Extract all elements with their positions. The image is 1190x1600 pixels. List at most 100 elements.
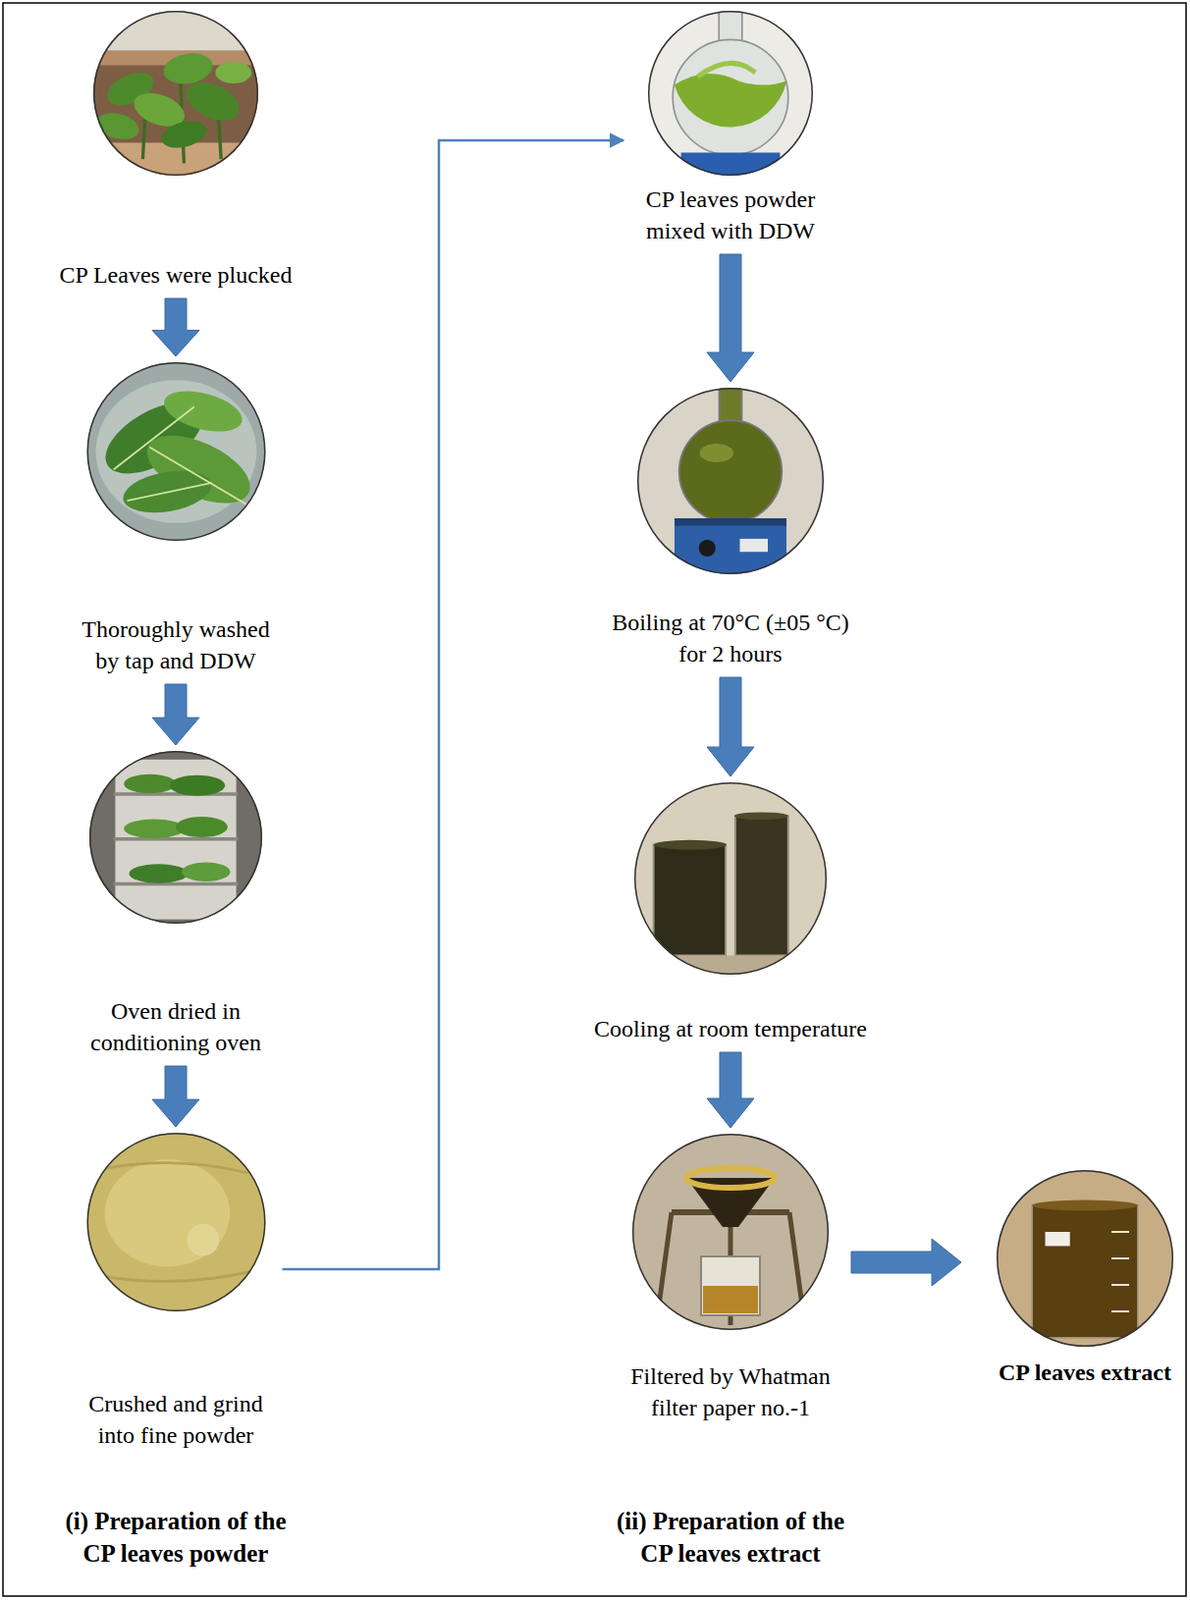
section-label: (i) Preparation of the CP leaves powder bbox=[53, 1505, 299, 1570]
step-caption-box: Thoroughly washed by tap and DDW bbox=[75, 613, 277, 677]
step-photo bbox=[89, 751, 263, 924]
flow-arrow bbox=[706, 254, 755, 382]
photo-detail bbox=[735, 815, 789, 956]
step-caption: CP leaves powder mixed with DDW bbox=[627, 183, 834, 247]
photo-detail bbox=[672, 39, 789, 156]
step-photo bbox=[86, 362, 266, 541]
photo-detail bbox=[697, 62, 756, 77]
photo-detail bbox=[175, 816, 228, 838]
flow-arrow bbox=[706, 1052, 755, 1129]
flow-arrow bbox=[706, 677, 755, 777]
step-caption: Filtered by Whatman filter paper no.-1 bbox=[617, 1360, 844, 1424]
photo-detail bbox=[113, 837, 239, 842]
process-step: Thoroughly washed by tap and DDW bbox=[75, 362, 277, 677]
photo-outline bbox=[638, 388, 824, 575]
photo-detail bbox=[161, 50, 216, 89]
photo-detail bbox=[656, 1212, 805, 1326]
photo-circle bbox=[568, 782, 893, 975]
photo-detail bbox=[89, 751, 263, 924]
photo-circle bbox=[627, 10, 834, 176]
flow-line bbox=[282, 140, 625, 1270]
photo-outline bbox=[94, 11, 259, 176]
flow-arrow bbox=[152, 684, 200, 746]
photo-detail bbox=[128, 864, 188, 883]
photo-outline bbox=[87, 1134, 266, 1312]
photo-outline bbox=[87, 363, 266, 541]
step-photo bbox=[93, 10, 259, 176]
photo-detail bbox=[686, 1168, 775, 1189]
photo-detail bbox=[100, 1163, 253, 1283]
photo-detail bbox=[648, 10, 813, 176]
photo-detail bbox=[700, 443, 734, 463]
photo-detail bbox=[653, 840, 727, 851]
step-caption-box: Filtered by Whatman filter paper no.-1 bbox=[617, 1360, 844, 1424]
photo-detail bbox=[699, 540, 716, 557]
step-photo bbox=[648, 10, 813, 176]
process-step: Filtered by Whatman filter paper no.-1 bbox=[617, 1134, 844, 1424]
photo-detail bbox=[113, 792, 239, 797]
photo-detail bbox=[679, 420, 783, 524]
process-step: Crushed and grind into fine powder bbox=[75, 1133, 277, 1452]
photo-circle bbox=[617, 1134, 844, 1331]
photo-detail bbox=[1045, 1232, 1071, 1246]
photo-detail bbox=[632, 1134, 829, 1331]
photo-detail bbox=[113, 882, 239, 887]
process-step: Boiling at 70°C (±05 °C) for 2 hours bbox=[602, 387, 859, 670]
photo-circle bbox=[602, 387, 859, 575]
photo-detail bbox=[653, 845, 727, 957]
process-step: CP leaves powder mixed with DDW bbox=[627, 10, 834, 247]
step-caption: Oven dried in conditioning oven bbox=[77, 995, 274, 1059]
photo-circle bbox=[28, 10, 324, 176]
step-caption-box: Crushed and grind into fine powder bbox=[75, 1388, 277, 1452]
photo-detail bbox=[93, 10, 259, 176]
photo-detail bbox=[123, 774, 176, 794]
photo-detail bbox=[996, 1170, 1174, 1348]
step-caption: Boiling at 70°C (±05 °C) for 2 hours bbox=[602, 606, 859, 670]
photo-outline bbox=[997, 1171, 1174, 1348]
photo-detail bbox=[1031, 1205, 1138, 1339]
photo-detail bbox=[123, 819, 185, 839]
step-caption: Crushed and grind into fine powder bbox=[75, 1388, 277, 1452]
step-photo bbox=[637, 387, 824, 575]
flow-arrow bbox=[851, 1239, 962, 1287]
photo-detail bbox=[169, 775, 225, 797]
photo-detail bbox=[1111, 1232, 1130, 1312]
step-caption-box: CP leaves extract bbox=[967, 1356, 1190, 1389]
photo-outline bbox=[649, 11, 813, 176]
process-step: Oven dried in conditioning oven bbox=[77, 751, 274, 1059]
photo-circle bbox=[77, 751, 274, 924]
photo-outline bbox=[635, 783, 827, 975]
photo-detail bbox=[158, 116, 210, 154]
photo-detail bbox=[703, 1286, 758, 1314]
photo-detail bbox=[634, 955, 827, 975]
photo-detail bbox=[86, 1133, 266, 1312]
photo-detail bbox=[674, 518, 787, 527]
photo-detail bbox=[719, 387, 743, 426]
flow-arrow bbox=[152, 298, 200, 357]
step-caption: CP leaves extract bbox=[967, 1356, 1190, 1389]
photo-detail bbox=[186, 1224, 219, 1257]
photo-circle bbox=[75, 1133, 277, 1312]
process-step: CP leaves extract bbox=[967, 1170, 1190, 1389]
photo-detail bbox=[674, 523, 787, 575]
photo-detail bbox=[734, 811, 789, 820]
process-step: CP Leaves were plucked bbox=[28, 10, 324, 291]
photo-circle bbox=[75, 362, 277, 541]
photo-detail bbox=[681, 152, 781, 176]
step-caption-box: Boiling at 70°C (±05 °C) for 2 hours bbox=[602, 606, 859, 670]
step-photo bbox=[996, 1170, 1174, 1348]
photo-detail bbox=[1031, 1200, 1138, 1212]
photo-detail bbox=[93, 10, 259, 53]
photo-detail bbox=[86, 362, 266, 541]
photo-detail bbox=[104, 1159, 229, 1267]
photo-detail bbox=[634, 782, 827, 975]
step-photo bbox=[634, 782, 827, 975]
flow-arrow bbox=[152, 1066, 200, 1128]
process-step: Cooling at room temperature bbox=[568, 782, 893, 1045]
step-photo bbox=[632, 1134, 829, 1331]
section-label: (ii) Preparation of the CP leaves extrac… bbox=[603, 1505, 858, 1570]
photo-detail bbox=[701, 1256, 760, 1316]
step-caption-box: Oven dried in conditioning oven bbox=[77, 995, 274, 1059]
step-caption-box: CP Leaves were plucked bbox=[28, 259, 324, 291]
